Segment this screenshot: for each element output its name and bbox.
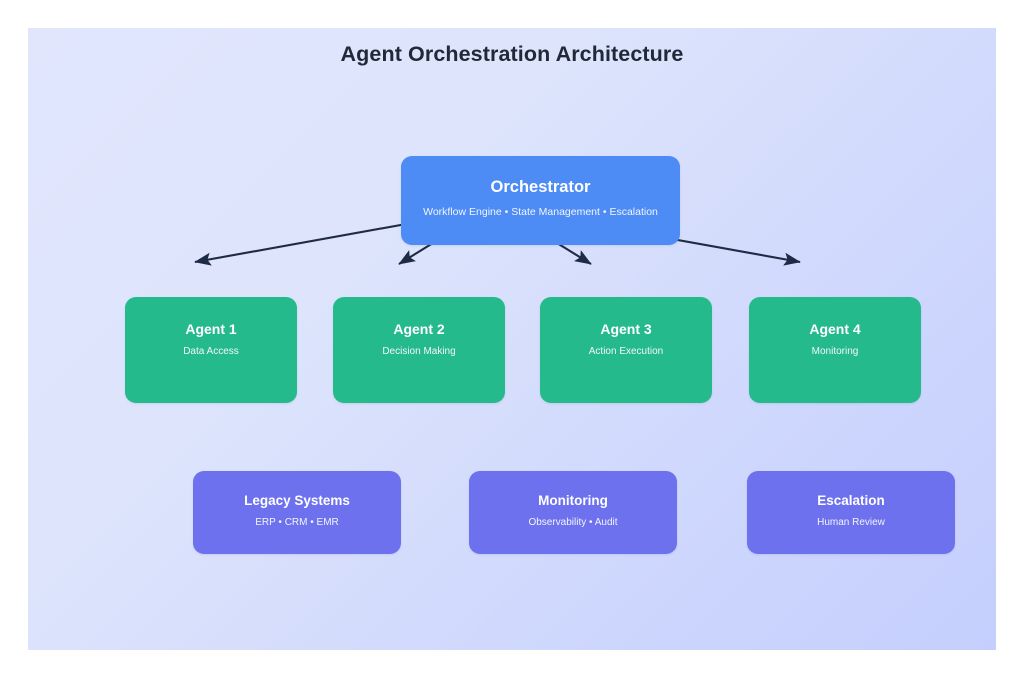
node-orchestrator-subtitle: Workflow Engine • State Management • Esc… [423, 206, 658, 218]
node-agent-3-subtitle: Action Execution [588, 346, 664, 357]
node-agent-4-title: Agent 4 [809, 321, 861, 337]
node-legacy-systems-title: Legacy Systems [244, 493, 350, 508]
node-agent-2-subtitle: Decision Making [382, 346, 456, 357]
node-escalation-title: Escalation [817, 493, 885, 508]
node-escalation-subtitle: Human Review [817, 517, 885, 528]
node-agent-2-title: Agent 2 [393, 321, 445, 337]
node-monitoring[interactable]: Monitoring Observability • Audit [469, 471, 677, 554]
node-escalation[interactable]: Escalation Human Review [747, 471, 955, 554]
node-agent-3-title: Agent 3 [600, 321, 652, 337]
diagram-panel: Agent Orchestration Architecture Orchest… [28, 28, 996, 650]
node-agent-1-title: Agent 1 [185, 321, 237, 337]
node-agent-2[interactable]: Agent 2 Decision Making [333, 297, 505, 403]
page-title: Agent Orchestration Architecture [340, 42, 684, 66]
node-agent-4-subtitle: Monitoring [811, 346, 859, 357]
node-agent-3[interactable]: Agent 3 Action Execution [540, 297, 712, 403]
node-agent-4[interactable]: Agent 4 Monitoring [749, 297, 921, 403]
node-legacy-systems-subtitle: ERP • CRM • EMR [255, 517, 339, 528]
node-monitoring-subtitle: Observability • Audit [528, 517, 618, 528]
node-orchestrator-title: Orchestrator [490, 178, 591, 196]
node-agent-1-subtitle: Data Access [183, 346, 239, 357]
node-legacy-systems[interactable]: Legacy Systems ERP • CRM • EMR [193, 471, 401, 554]
node-orchestrator[interactable]: Orchestrator Workflow Engine • State Man… [401, 156, 680, 245]
node-monitoring-title: Monitoring [538, 493, 608, 508]
node-agent-1[interactable]: Agent 1 Data Access [125, 297, 297, 403]
